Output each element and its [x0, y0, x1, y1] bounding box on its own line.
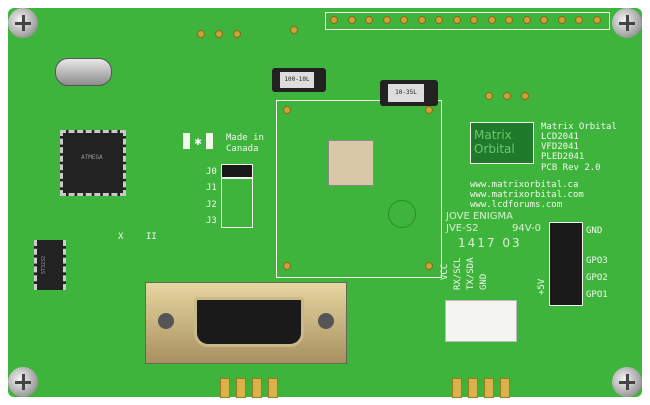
- capacitor-2: 10-35L: [380, 80, 438, 106]
- label-ii: II: [146, 232, 157, 242]
- model-list: LCD2041 VFD2041 PLED2041: [541, 132, 584, 162]
- brand-text: Matrix Orbital: [541, 122, 617, 132]
- db9-screw-hole-left: [158, 313, 174, 329]
- header-pad: [487, 16, 496, 24]
- via: [521, 92, 529, 100]
- jumper-label-j0: J0: [206, 167, 217, 177]
- top-header-outline: [325, 12, 610, 30]
- url-lcdforums: www.lcdforums.com: [470, 200, 563, 210]
- capacitor-2-label: 10-35L: [388, 84, 424, 102]
- url-com: www.matrixorbital.com: [470, 190, 584, 200]
- pcb-rev: PCB Rev 2.0: [541, 163, 601, 173]
- model-vfd2041: VFD2041: [541, 142, 579, 152]
- header-pad: [435, 16, 443, 24]
- logo-line1: Matrix: [474, 128, 512, 142]
- edge-pad: [500, 378, 510, 398]
- gpo-header[interactable]: [549, 222, 583, 306]
- pin-rx-scl: RX/SCL: [453, 257, 463, 290]
- model-pled2041: PLED2041: [541, 152, 585, 162]
- gpo3-label: GPO3: [586, 256, 608, 266]
- ic-rs232: ST3232: [34, 240, 66, 290]
- via: [503, 92, 511, 100]
- screw-top-left: [8, 8, 38, 38]
- ul-rating: 94V-0: [512, 223, 541, 234]
- pin-vcc: VCC: [440, 263, 450, 280]
- db9-socket: [194, 297, 304, 347]
- jumper-label-j2: J2: [206, 200, 217, 210]
- mounting-via: [425, 106, 433, 114]
- mcu-label: ATMEGA: [81, 154, 103, 161]
- jumper-pads[interactable]: [221, 178, 253, 228]
- via: [290, 26, 298, 34]
- header-pad: [522, 16, 531, 24]
- logo-line2: Orbital: [474, 142, 515, 156]
- gpo1-label: GPO1: [586, 290, 608, 300]
- header-pad: [505, 16, 513, 24]
- header-pad: [592, 16, 601, 24]
- header-pad: [540, 16, 548, 24]
- label-x: X: [118, 232, 124, 242]
- pin-gnd: GND: [479, 273, 489, 290]
- display-mount-area: [276, 100, 442, 278]
- header-pad: [400, 16, 408, 24]
- capacitor-1-label: 100-10L: [280, 72, 314, 88]
- header-pad: [417, 16, 426, 24]
- capacitor-1: 100-10L: [272, 68, 326, 92]
- date-code: 1417 03: [458, 236, 522, 250]
- jumper-label-j1: J1: [206, 183, 217, 193]
- pin-tx-sda: TX/SDA: [466, 257, 476, 290]
- via: [233, 30, 241, 38]
- edge-pad: [452, 378, 462, 398]
- header-pad: [557, 16, 566, 24]
- header-pad: [382, 16, 391, 24]
- canada-text: Canada: [226, 144, 259, 154]
- made-in-text: Made in: [226, 133, 264, 143]
- edge-pad: [236, 378, 246, 398]
- board-logo-mark: [388, 200, 416, 228]
- label-plus5v: +5V: [537, 278, 547, 295]
- db9-screw-hole-right: [318, 313, 334, 329]
- crystal: [55, 58, 112, 86]
- header-pad: [452, 16, 461, 24]
- serial-i2c-connector[interactable]: [445, 300, 517, 342]
- via: [215, 30, 223, 38]
- screw-bottom-right: [612, 367, 642, 397]
- header-pad: [330, 16, 338, 24]
- mounting-via: [425, 262, 433, 270]
- header-pad: [470, 16, 478, 24]
- edge-pad: [484, 378, 494, 398]
- gpo-gnd-label: GND: [586, 226, 603, 236]
- display-controller-pads: [328, 140, 374, 186]
- screw-bottom-left: [8, 367, 38, 397]
- header-pad: [575, 16, 583, 24]
- header-pad: [347, 16, 356, 24]
- header-pad: [365, 16, 373, 24]
- edge-pad: [252, 378, 262, 398]
- mcu-chip: ATMEGA: [60, 130, 126, 196]
- edge-pad: [220, 378, 230, 398]
- via: [197, 30, 205, 38]
- jumper-j0-header[interactable]: [221, 164, 253, 178]
- edge-pad: [468, 378, 478, 398]
- mounting-via: [283, 106, 291, 114]
- matrix-orbital-logo: Matrix Orbital: [470, 122, 534, 164]
- canada-flag-icon: ✱: [183, 133, 213, 149]
- url-ca: www.matrixorbital.ca: [470, 180, 579, 190]
- maker-code: JVE-S2: [446, 223, 479, 234]
- ic-label: ST3232: [41, 255, 48, 275]
- screw-top-right: [612, 8, 642, 38]
- mounting-via: [283, 262, 291, 270]
- gpo2-label: GPO2: [586, 273, 608, 283]
- jumper-label-j3: J3: [206, 216, 217, 226]
- model-lcd2041: LCD2041: [541, 132, 579, 142]
- db9-connector[interactable]: [145, 282, 347, 364]
- via: [485, 92, 493, 100]
- maker-text: JOVE ENIGMA: [446, 211, 513, 222]
- edge-pad: [268, 378, 278, 398]
